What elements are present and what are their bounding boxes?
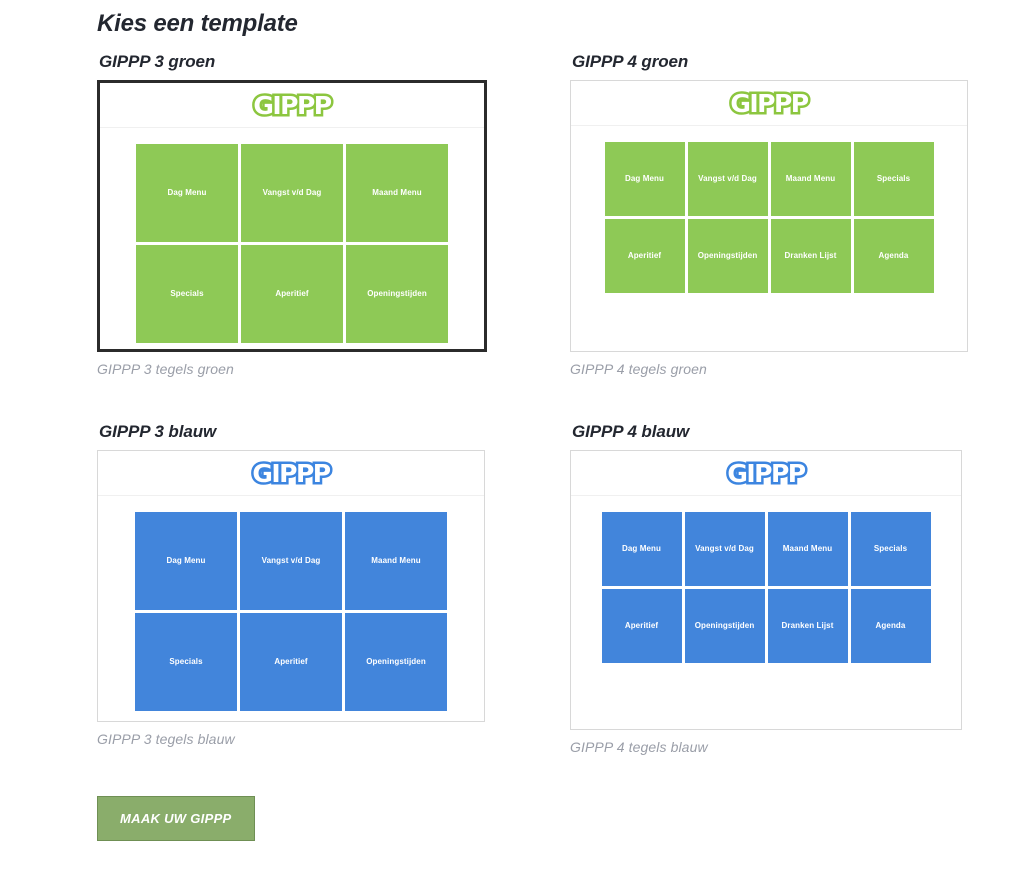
preview-tile: Openingstijden bbox=[346, 245, 448, 343]
template-caption: GIPPP 4 tegels groen bbox=[570, 361, 707, 377]
preview-tile: Dag Menu bbox=[136, 144, 238, 242]
gippp-logo: GIPPP bbox=[250, 458, 334, 488]
template-caption: GIPPP 4 tegels blauw bbox=[570, 739, 708, 755]
preview-tile: Dranken Lijst bbox=[770, 219, 851, 293]
submit-area: MAAK UW GIPPP bbox=[97, 796, 255, 841]
template-heading: GIPPP 3 blauw bbox=[99, 422, 217, 441]
preview-header: GIPPP bbox=[571, 451, 961, 496]
template-heading: GIPPP 3 groen bbox=[99, 52, 216, 71]
gippp-logo: GIPPP bbox=[251, 90, 335, 120]
preview-tile: Dag Menu bbox=[604, 142, 685, 216]
preview-tile: Maand Menu bbox=[346, 144, 448, 242]
template-heading: GIPPP 4 blauw bbox=[572, 422, 690, 441]
preview-tile: Agenda bbox=[853, 219, 934, 293]
preview-tile: Vangst v/d Dag bbox=[687, 142, 768, 216]
preview-tile: Vangst v/d Dag bbox=[684, 512, 765, 586]
preview-header: GIPPP bbox=[571, 81, 967, 126]
preview-tile: Aperitief bbox=[240, 613, 342, 711]
preview-tile: Dag Menu bbox=[601, 512, 682, 586]
gippp-logo: GIPPP bbox=[725, 458, 809, 488]
template-caption: GIPPP 3 tegels groen bbox=[97, 361, 234, 377]
preview-tile: Agenda bbox=[850, 589, 931, 663]
preview-tile: Maand Menu bbox=[345, 512, 447, 610]
preview-tile: Maand Menu bbox=[767, 512, 848, 586]
preview-header: GIPPP bbox=[98, 451, 484, 496]
preview-tile: Dranken Lijst bbox=[767, 589, 848, 663]
page-title: Kies een template bbox=[97, 10, 298, 37]
preview-tile: Aperitief bbox=[601, 589, 682, 663]
preview-tile: Dag Menu bbox=[135, 512, 237, 610]
preview-tile: Specials bbox=[135, 613, 237, 711]
preview-tile: Openingstijden bbox=[345, 613, 447, 711]
preview-tile: Openingstijden bbox=[684, 589, 765, 663]
preview-tile: Specials bbox=[136, 245, 238, 343]
template-heading: GIPPP 4 groen bbox=[572, 52, 689, 71]
preview-tile: Vangst v/d Dag bbox=[240, 512, 342, 610]
preview-tile: Aperitief bbox=[604, 219, 685, 293]
gippp-logo: GIPPP bbox=[728, 88, 812, 118]
template-caption: GIPPP 3 tegels blauw bbox=[97, 731, 235, 747]
preview-tile: Openingstijden bbox=[687, 219, 768, 293]
preview-tile: Specials bbox=[850, 512, 931, 586]
maak-uw-gippp-button[interactable]: MAAK UW GIPPP bbox=[97, 796, 255, 841]
preview-tile: Specials bbox=[853, 142, 934, 216]
preview-tile: Vangst v/d Dag bbox=[241, 144, 343, 242]
preview-header: GIPPP bbox=[100, 83, 484, 128]
preview-tile: Maand Menu bbox=[770, 142, 851, 216]
preview-tile: Aperitief bbox=[241, 245, 343, 343]
